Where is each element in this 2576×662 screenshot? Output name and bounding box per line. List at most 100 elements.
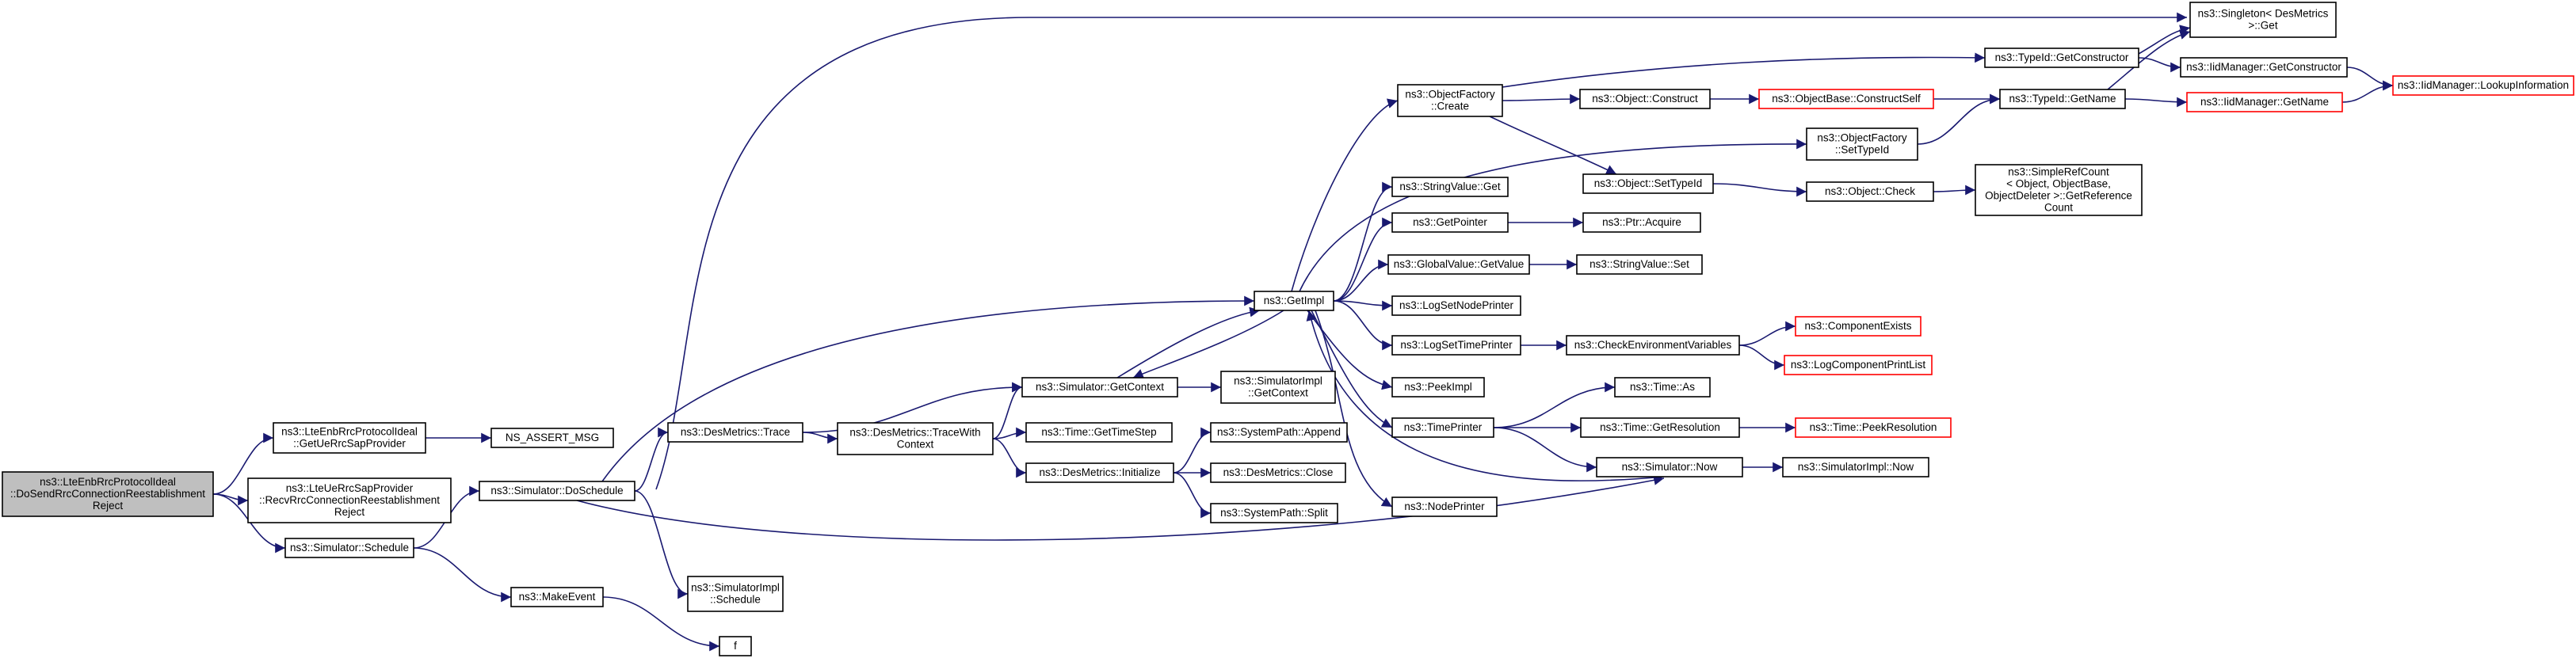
edge-doSchedule-to-simImplSchedule	[634, 490, 689, 599]
node-box	[1566, 335, 1740, 356]
edge-objFactoryCreate-to-objectConstruct	[1502, 93, 1581, 105]
node-box	[1582, 173, 1714, 194]
node-label-line: ns3::Object::SetTypeId	[1594, 177, 1703, 189]
node-getUeRrc[interactable]: ns3::LteEnbRrcProtocolIdeal::GetUeRrcSap…	[273, 422, 426, 454]
node-box	[1758, 89, 1934, 109]
edge-typeIdGetName-to-singletonGet	[2107, 29, 2191, 90]
edge-desTrace-to-traceWith	[802, 432, 838, 444]
node-box	[1576, 254, 1703, 275]
node-box	[1021, 377, 1178, 398]
edge-makeEvent-to-f	[602, 596, 720, 652]
node-desTrace[interactable]: ns3::DesMetrics::Trace	[667, 422, 803, 443]
node-globalValueGetValue[interactable]: ns3::GlobalValue::GetValue	[1387, 254, 1530, 275]
node-componentExists[interactable]: ns3::ComponentExists	[1795, 316, 1922, 337]
node-nsAssert[interactable]: NS_ASSERT_MSG	[490, 428, 614, 448]
node-checkEnvVars[interactable]: ns3::CheckEnvironmentVariables	[1566, 335, 1740, 356]
node-singletonGet[interactable]: ns3::Singleton< DesMetrics>::Get	[2189, 2, 2337, 38]
node-label-line: ns3::LogSetNodePrinter	[1399, 299, 1514, 311]
node-box	[2, 471, 214, 517]
node-logComponentPrintList[interactable]: ns3::LogComponentPrintList	[1784, 355, 1933, 375]
edge-iidGetConstructor-to-iidLookupInfo	[2346, 67, 2394, 91]
node-recvRrc[interactable]: ns3::LteUeRrcSapProvider::RecvRrcConnect…	[247, 477, 452, 523]
node-logSetTimePrinter[interactable]: ns3::LogSetTimePrinter	[1391, 335, 1521, 356]
node-label-line: ns3::SystemPath::Append	[1217, 426, 1341, 438]
node-label-line: ::Create	[1431, 101, 1469, 112]
node-getTimeStep[interactable]: ns3::Time::GetTimeStep	[1025, 422, 1173, 443]
edge-getImpl-to-getContext	[1132, 310, 1284, 379]
node-label-line: >::Get	[2248, 20, 2277, 32]
node-nodePrinter[interactable]: ns3::NodePrinter	[1391, 496, 1498, 517]
node-peekImpl[interactable]: ns3::PeekImpl	[1391, 377, 1485, 398]
edge-timePrinter-to-simNow	[1493, 427, 1597, 473]
node-label-line: ns3::TimePrinter	[1404, 421, 1483, 433]
node-iidGetName[interactable]: ns3::IidManager::GetName	[2186, 92, 2343, 112]
node-simImplNow[interactable]: ns3::SimulatorImpl::Now	[1782, 457, 1929, 477]
node-schedule[interactable]: ns3::Simulator::Schedule	[284, 538, 414, 558]
node-logSetNodePrinter[interactable]: ns3::LogSetNodePrinter	[1391, 295, 1521, 316]
node-label-line: ns3::Time::As	[1630, 381, 1695, 393]
node-box	[273, 422, 426, 454]
node-box	[510, 587, 604, 607]
node-box	[667, 422, 803, 443]
edge-desInit-to-sysSplit	[1173, 472, 1212, 519]
node-timeAs[interactable]: ns3::Time::As	[1614, 377, 1711, 398]
node-label-line: ns3::Simulator::DoSchedule	[490, 485, 623, 496]
node-timePeekResolution[interactable]: ns3::Time::PeekResolution	[1795, 417, 1952, 438]
edge-iidGetName-to-iidLookupInfo	[2341, 80, 2394, 103]
node-label-line: ::GetUeRrcSapProvider	[293, 438, 406, 450]
node-label-line: ns3::LogComponentPrintList	[1791, 359, 1926, 371]
node-objectConstruct[interactable]: ns3::Object::Construct	[1579, 89, 1711, 109]
node-makeEvent[interactable]: ns3::MakeEvent	[510, 587, 604, 607]
node-simNow[interactable]: ns3::Simulator::Now	[1596, 457, 1743, 477]
node-box	[1391, 417, 1494, 438]
node-box	[1210, 503, 1338, 523]
node-getImpl[interactable]: ns3::GetImpl	[1254, 291, 1334, 311]
node-simImplGetContext[interactable]: ns3::SimulatorImpl::GetContext	[1220, 371, 1336, 404]
node-sysSplit[interactable]: ns3::SystemPath::Split	[1210, 503, 1338, 523]
node-label-line: ns3::DesMetrics::Close	[1223, 466, 1334, 478]
node-label-line: ns3::Simulator::Now	[1622, 461, 1718, 473]
node-objBaseConstructSelf[interactable]: ns3::ObjectBase::ConstructSelf	[1758, 89, 1934, 109]
node-iidGetConstructor[interactable]: ns3::IidManager::GetConstructor	[2180, 57, 2348, 78]
node-box	[1025, 462, 1174, 483]
node-sysAppend[interactable]: ns3::SystemPath::Append	[1210, 422, 1348, 443]
node-box	[1975, 164, 2143, 216]
node-box	[1210, 422, 1348, 443]
node-getPointer[interactable]: ns3::GetPointer	[1391, 212, 1509, 233]
node-stringValueGet[interactable]: ns3::StringValue::Get	[1391, 177, 1509, 197]
node-box	[1806, 181, 1934, 202]
node-ptrAcquire[interactable]: ns3::Ptr::Acquire	[1582, 212, 1701, 233]
node-stringValueSet[interactable]: ns3::StringValue::Set	[1576, 254, 1703, 275]
node-objectSetTypeId[interactable]: ns3::Object::SetTypeId	[1582, 173, 1714, 194]
node-box	[1784, 355, 1933, 375]
node-label-line: ::Schedule	[710, 594, 761, 606]
node-objFactoryCreate[interactable]: ns3::ObjectFactory::Create	[1397, 84, 1503, 117]
node-simImplSchedule[interactable]: ns3::SimulatorImpl::Schedule	[687, 576, 784, 612]
node-box	[1387, 254, 1530, 275]
node-desClose[interactable]: ns3::DesMetrics::Close	[1210, 462, 1346, 483]
node-label-line: ns3::PeekImpl	[1404, 381, 1472, 393]
node-simpleRefCount[interactable]: ns3::SimpleRefCount< Object, ObjectBase,…	[1975, 164, 2143, 216]
node-timePrinter[interactable]: ns3::TimePrinter	[1391, 417, 1494, 438]
node-label-line: Count	[2044, 202, 2073, 214]
node-getContext[interactable]: ns3::Simulator::GetContext	[1021, 377, 1178, 398]
node-label-line: ns3::SimulatorImpl	[691, 582, 780, 594]
edge-getContext-to-getImpl	[1116, 306, 1261, 379]
node-iidLookupInfo[interactable]: ns3::IidManager::LookupInformation	[2392, 75, 2574, 96]
node-objectCheck[interactable]: ns3::Object::Check	[1806, 181, 1934, 202]
node-f[interactable]: f	[719, 636, 752, 656]
edge-doSchedule-to-desTrace	[634, 427, 669, 492]
node-objFactorySetTypeId[interactable]: ns3::ObjectFactory::SetTypeId	[1806, 127, 1918, 161]
node-doSchedule[interactable]: ns3::Simulator::DoSchedule	[479, 481, 635, 501]
node-desInit[interactable]: ns3::DesMetrics::Initialize	[1025, 462, 1174, 483]
node-label-line: Context	[897, 439, 934, 451]
node-typeIdGetConstructor[interactable]: ns3::TypeId::GetConstructor	[1984, 48, 2139, 68]
node-box	[1391, 335, 1521, 356]
node-box	[247, 477, 452, 523]
node-timeGetResolution[interactable]: ns3::Time::GetResolution	[1580, 417, 1740, 438]
node-box	[2180, 57, 2348, 78]
node-typeIdGetName[interactable]: ns3::TypeId::GetName	[1999, 89, 2126, 109]
edge-getImpl-to-logSetNodePrinter	[1333, 300, 1393, 311]
node-root[interactable]: ns3::LteEnbRrcProtocolIdeal::DoSendRrcCo…	[2, 471, 214, 517]
